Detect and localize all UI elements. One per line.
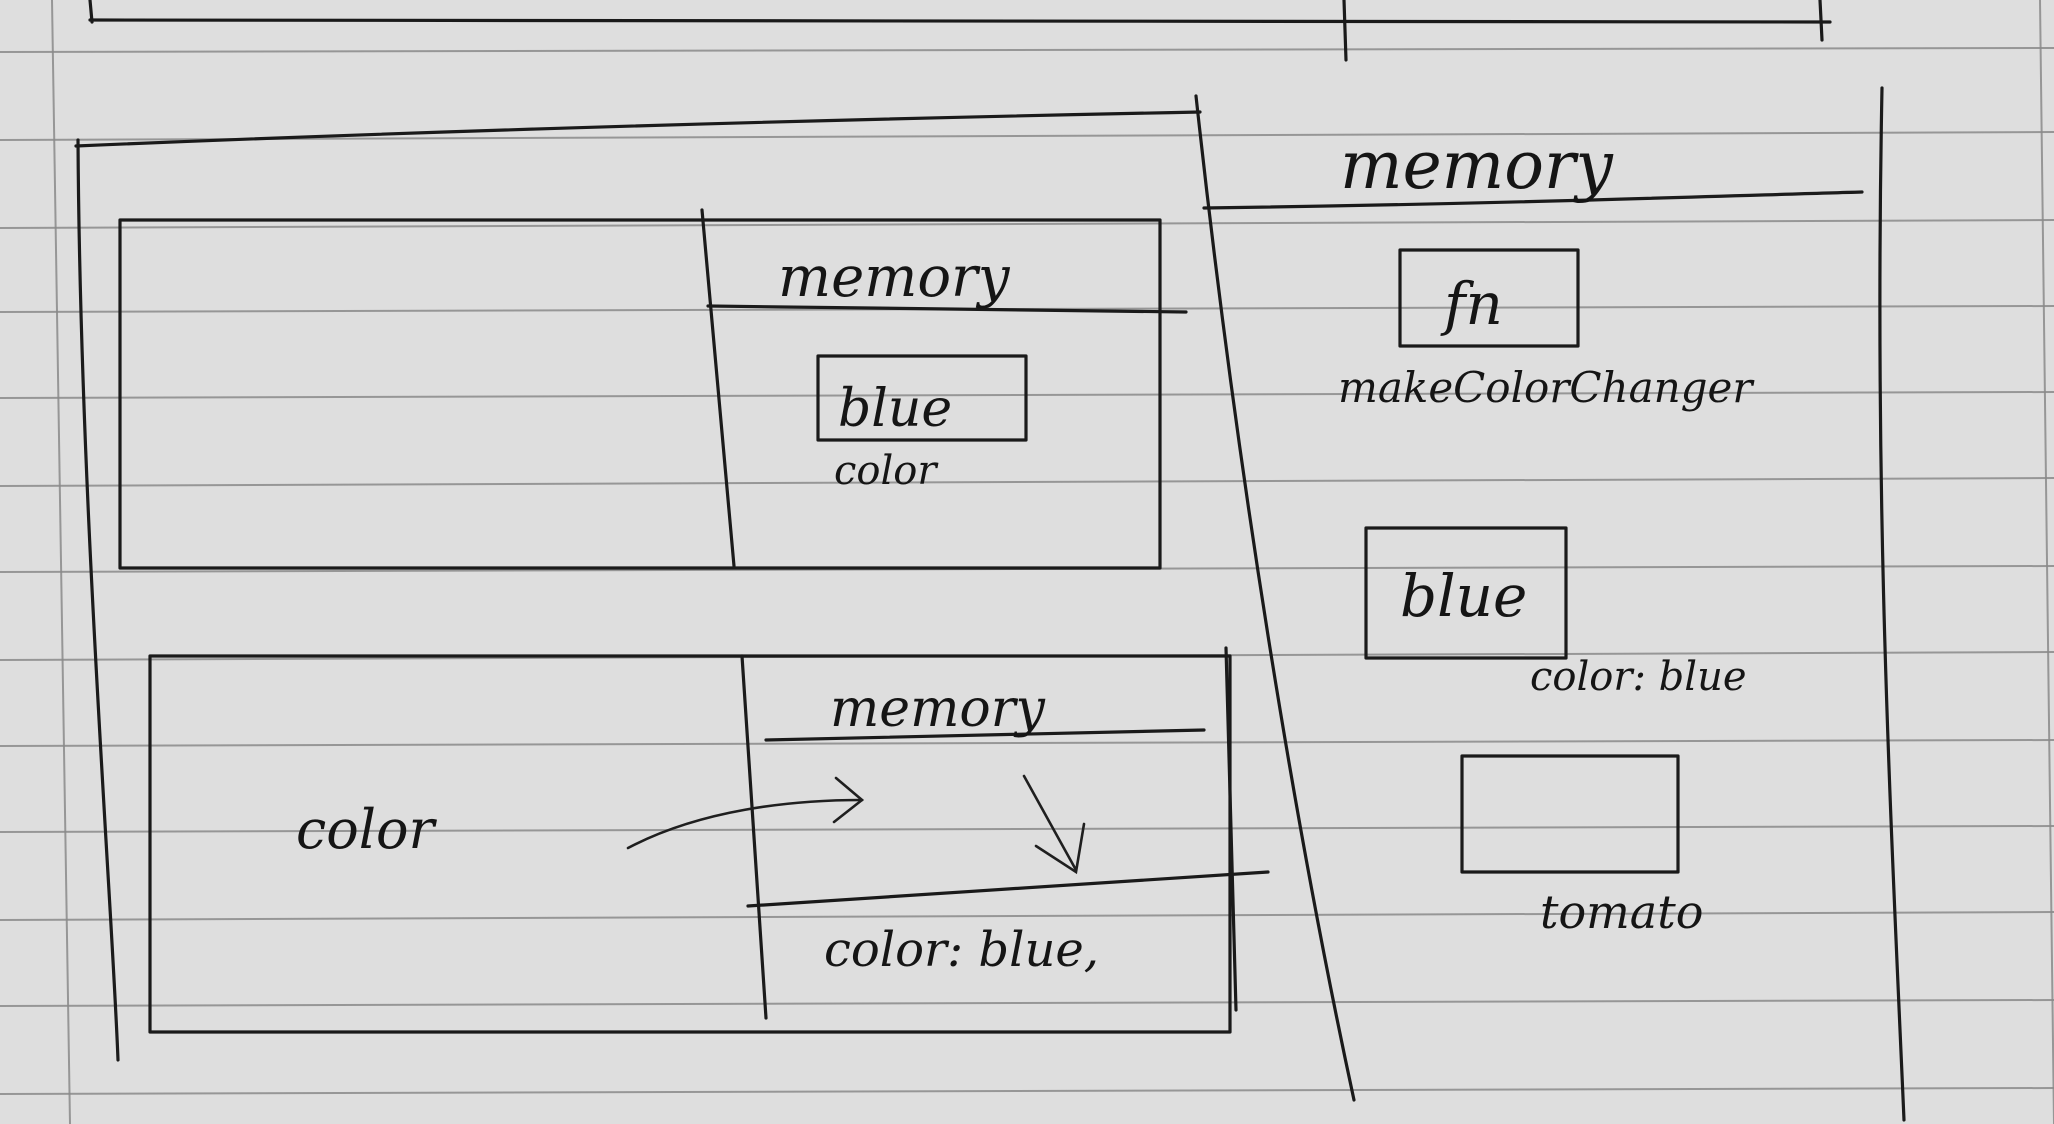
- global-memory-heading: memory: [1340, 127, 1614, 204]
- make-color-changer-label: makeColorChanger: [1338, 363, 1755, 412]
- inner-context-1-variable-label: color: [834, 448, 939, 494]
- fn-value-text: fn: [1440, 270, 1503, 338]
- tomato-value-box: [1460, 754, 1680, 874]
- inner-context-1: memory blue color: [118, 208, 1188, 570]
- inner-context-1-value-text: blue: [838, 379, 952, 439]
- inner-context-1-frame: [118, 218, 1162, 570]
- arrow-source-label: color: [296, 798, 438, 861]
- outer-context-frame: [74, 94, 1356, 1102]
- previous-sketch-edge: [88, 0, 1832, 62]
- global-memory-section: memory fn makeColorChanger blue color: b…: [1202, 86, 1906, 1122]
- inner-context-2: memory color color: blue,: [148, 646, 1270, 1034]
- color-blue-label: color: blue: [1530, 654, 1747, 700]
- inner-context-2-memory-heading: memory: [830, 679, 1046, 739]
- inner-context-2-memory-entry: color: blue,: [824, 922, 1099, 978]
- blue-value-text: blue: [1400, 562, 1527, 630]
- arrow-to-memory: [626, 798, 864, 850]
- arrow-down: [1022, 774, 1078, 872]
- inner-context-1-memory-heading: memory: [778, 245, 1011, 310]
- blue-value-box: [1364, 526, 1568, 660]
- tomato-label: tomato: [1540, 885, 1703, 939]
- fn-value-box: [1398, 248, 1580, 348]
- inner-context-1-value-box: [816, 354, 1028, 442]
